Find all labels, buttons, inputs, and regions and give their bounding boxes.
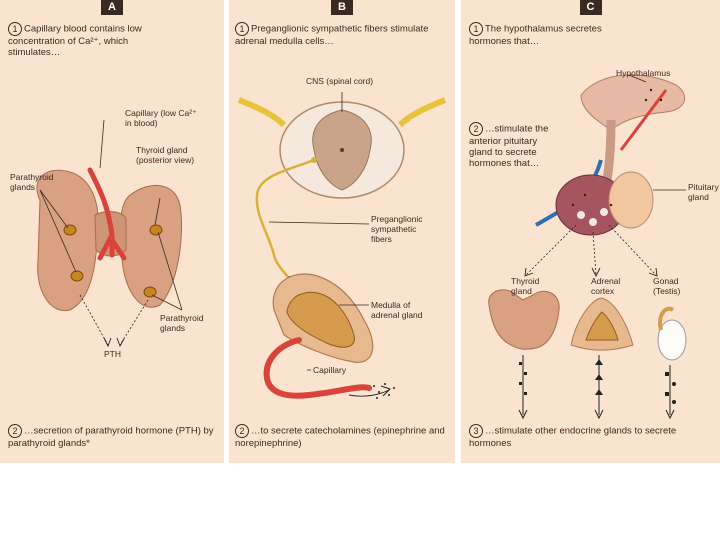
neuron-cell-body — [311, 157, 317, 163]
leader-line — [39, 189, 77, 273]
central-canal — [340, 148, 344, 152]
pth-secretion-arrow — [79, 294, 149, 346]
cns-label: CNS (spinal cord) — [306, 76, 374, 86]
medulla-label: Medulla of adrenal gland — [371, 300, 423, 320]
step-text: …secretion of parathyroid hormone (PTH) … — [8, 425, 214, 449]
thyroid-gland-label: Thyroid gland (posterior view) — [136, 145, 195, 165]
step-number: 2 — [8, 424, 22, 438]
panel-a-tab: A — [101, 0, 123, 15]
secretory-cells — [577, 208, 608, 226]
tropic-hormone-arrow — [525, 224, 657, 276]
posterior-pituitary — [608, 171, 654, 229]
panel-c-step-2: 2…stimulate the anterior pituitary gland… — [469, 122, 551, 169]
capillary-vessel — [87, 167, 127, 261]
secretion-arrow — [348, 389, 390, 397]
parathyroid-gland — [143, 286, 157, 298]
step-text: Preganglionic sympathetic fibers stimula… — [235, 23, 429, 47]
parathyroid-gland — [70, 270, 84, 282]
portal-vessel — [619, 89, 668, 151]
spinal-nerve — [237, 97, 447, 128]
panel-c-tab: C — [579, 0, 602, 15]
hormone-dots — [571, 88, 663, 207]
capillary-label: Capillary (low Ca²⁺ in blood) — [125, 108, 197, 128]
leader-line — [154, 197, 161, 226]
catecholamine-dots — [373, 383, 395, 399]
capillary-label: Capillary — [313, 365, 347, 375]
arrow-head — [518, 409, 675, 420]
panel-b-step-2: 2…to secrete catecholamines (epinephrine… — [235, 424, 449, 449]
infundibulum — [601, 119, 616, 186]
epididymis — [658, 306, 675, 331]
testis — [657, 319, 687, 361]
arrow-head — [524, 267, 658, 278]
leader-line — [151, 231, 183, 311]
step-number: 3 — [469, 424, 483, 438]
panel-c-step-3: 3…stimulate other endocrine glands to se… — [469, 424, 709, 449]
step-text: …stimulate the anterior pituitary gland … — [469, 123, 549, 169]
adrenal-medulla — [286, 291, 355, 348]
pth-label: PTH — [104, 349, 121, 359]
adrenal-medulla — [585, 311, 619, 341]
thyroid-gland-label: Thyroid gland — [511, 276, 540, 296]
thyroid-gland — [488, 289, 560, 350]
adrenal-cortex-label: Adrenal cortex — [591, 276, 621, 296]
parathyroid-gland — [149, 224, 163, 236]
adrenal-medulla-illustration — [237, 92, 447, 399]
step-text: …to secrete catecholamines (epinephrine … — [235, 425, 445, 449]
parathyroid-gland — [63, 224, 77, 236]
hormone-markers — [519, 359, 676, 404]
preganglionic-fiber — [255, 158, 315, 284]
step-text: Capillary blood contains low concentrati… — [8, 23, 142, 58]
pituitary-label: Pituitary gland — [688, 182, 719, 202]
hypothalamus — [580, 74, 686, 131]
panel-a-step-2: 2…secretion of parathyroid hormone (PTH)… — [8, 424, 218, 449]
arrow-head — [103, 337, 125, 348]
step-text: …stimulate other endocrine glands to sec… — [469, 425, 677, 449]
parathyroid-illustration — [36, 119, 183, 348]
panel-b-tab: B — [331, 0, 353, 15]
capillary-vessel — [263, 337, 372, 399]
parathyroid-right-label: Parathyroid glands — [160, 313, 204, 333]
arrow-head — [380, 385, 391, 397]
gonad-label: Gonad (Testis) — [653, 276, 681, 296]
leader-line — [268, 221, 370, 225]
leader-line — [99, 119, 105, 169]
step-number: 2 — [235, 424, 249, 438]
step-text: The hypothalamus secretes hormones that… — [469, 23, 602, 47]
pituitary-axis-illustration — [488, 74, 687, 420]
hypothalamus-label: Hypothalamus — [616, 68, 671, 78]
leader-line — [628, 74, 647, 83]
parathyroid-left-label: Parathyroid glands — [10, 172, 54, 192]
preganglionic-fibers-label: Preganglionic sympathetic fibers — [371, 214, 423, 244]
